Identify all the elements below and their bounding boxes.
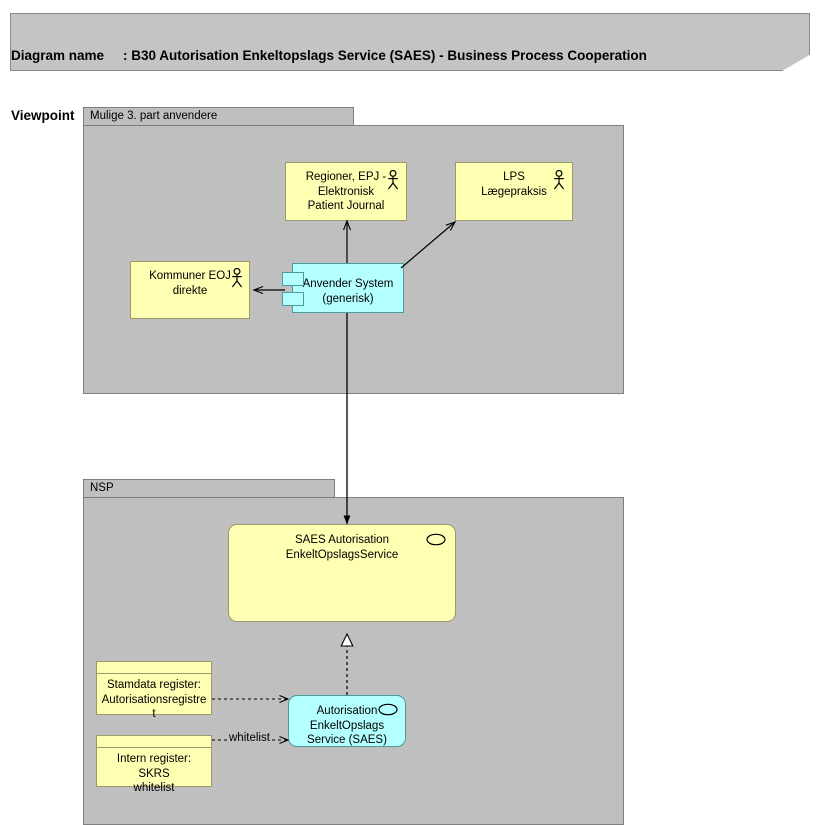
- group-nsp-label: NSP: [90, 482, 114, 494]
- node-lps-laegepraksis[interactable]: LPS Lægepraksis: [455, 162, 573, 221]
- group-nsp-tab: NSP: [83, 479, 335, 498]
- node-autorisation-saes[interactable]: Autorisation EnkeltOpslags Service (SAES…: [288, 695, 406, 747]
- node-regioner-epj-label: Regioner, EPJ - Elektronisk Patient Jour…: [305, 171, 387, 212]
- interface-icon: [426, 533, 446, 546]
- actor-icon: [387, 170, 399, 190]
- actor-icon: [553, 170, 565, 190]
- node-saes-autorisation-service[interactable]: SAES Autorisation EnkeltOpslagsService: [228, 524, 456, 622]
- node-kommuner-eoj-label: Kommuner EOJ direkte: [149, 270, 231, 297]
- diagram-name-row: Diagram name : B30 Autorisation Enkeltops…: [11, 46, 647, 66]
- diagram-title-banner: [10, 13, 810, 71]
- component-tab-lower-icon: [282, 292, 304, 306]
- node-intern-register[interactable]: Intern register: SKRS whitelist: [96, 735, 212, 794]
- node-stamdata-register-label: Stamdata register: Autorisationsregistre…: [101, 679, 207, 720]
- register-header-divider: [97, 747, 211, 748]
- diagram-name-value: : B30 Autorisation Enkeltopslags Service…: [123, 48, 647, 63]
- viewpoint-label: Viewpoint: [11, 108, 75, 123]
- interface-icon: [378, 703, 398, 716]
- actor-icon: [231, 268, 243, 288]
- node-intern-register-label: Intern register: SKRS whitelist: [116, 753, 192, 794]
- group-third-party-tab: Mulige 3. part anvendere: [83, 107, 354, 126]
- register-header-divider: [97, 673, 211, 674]
- group-third-party-label: Mulige 3. part anvendere: [90, 110, 218, 122]
- diagram-name-label: Diagram name: [11, 48, 105, 63]
- component-tab-upper-icon: [282, 272, 304, 286]
- node-lps-laegepraksis-label: LPS Lægepraksis: [481, 171, 547, 198]
- node-anvender-system-label: Anvender System (generisk): [302, 278, 394, 305]
- node-saes-autorisation-service-label: SAES Autorisation EnkeltOpslagsService: [285, 534, 399, 561]
- node-stamdata-register[interactable]: Stamdata register: Autorisationsregistre…: [96, 661, 212, 720]
- node-regioner-epj[interactable]: Regioner, EPJ - Elektronisk Patient Jour…: [285, 162, 407, 221]
- edge-label-whitelist: whitelist: [228, 732, 271, 744]
- node-anvender-system[interactable]: Anvender System (generisk): [282, 263, 404, 313]
- node-autorisation-saes-label: Autorisation EnkeltOpslags Service (SAES…: [307, 705, 387, 746]
- node-kommuner-eoj[interactable]: Kommuner EOJ direkte: [130, 261, 250, 319]
